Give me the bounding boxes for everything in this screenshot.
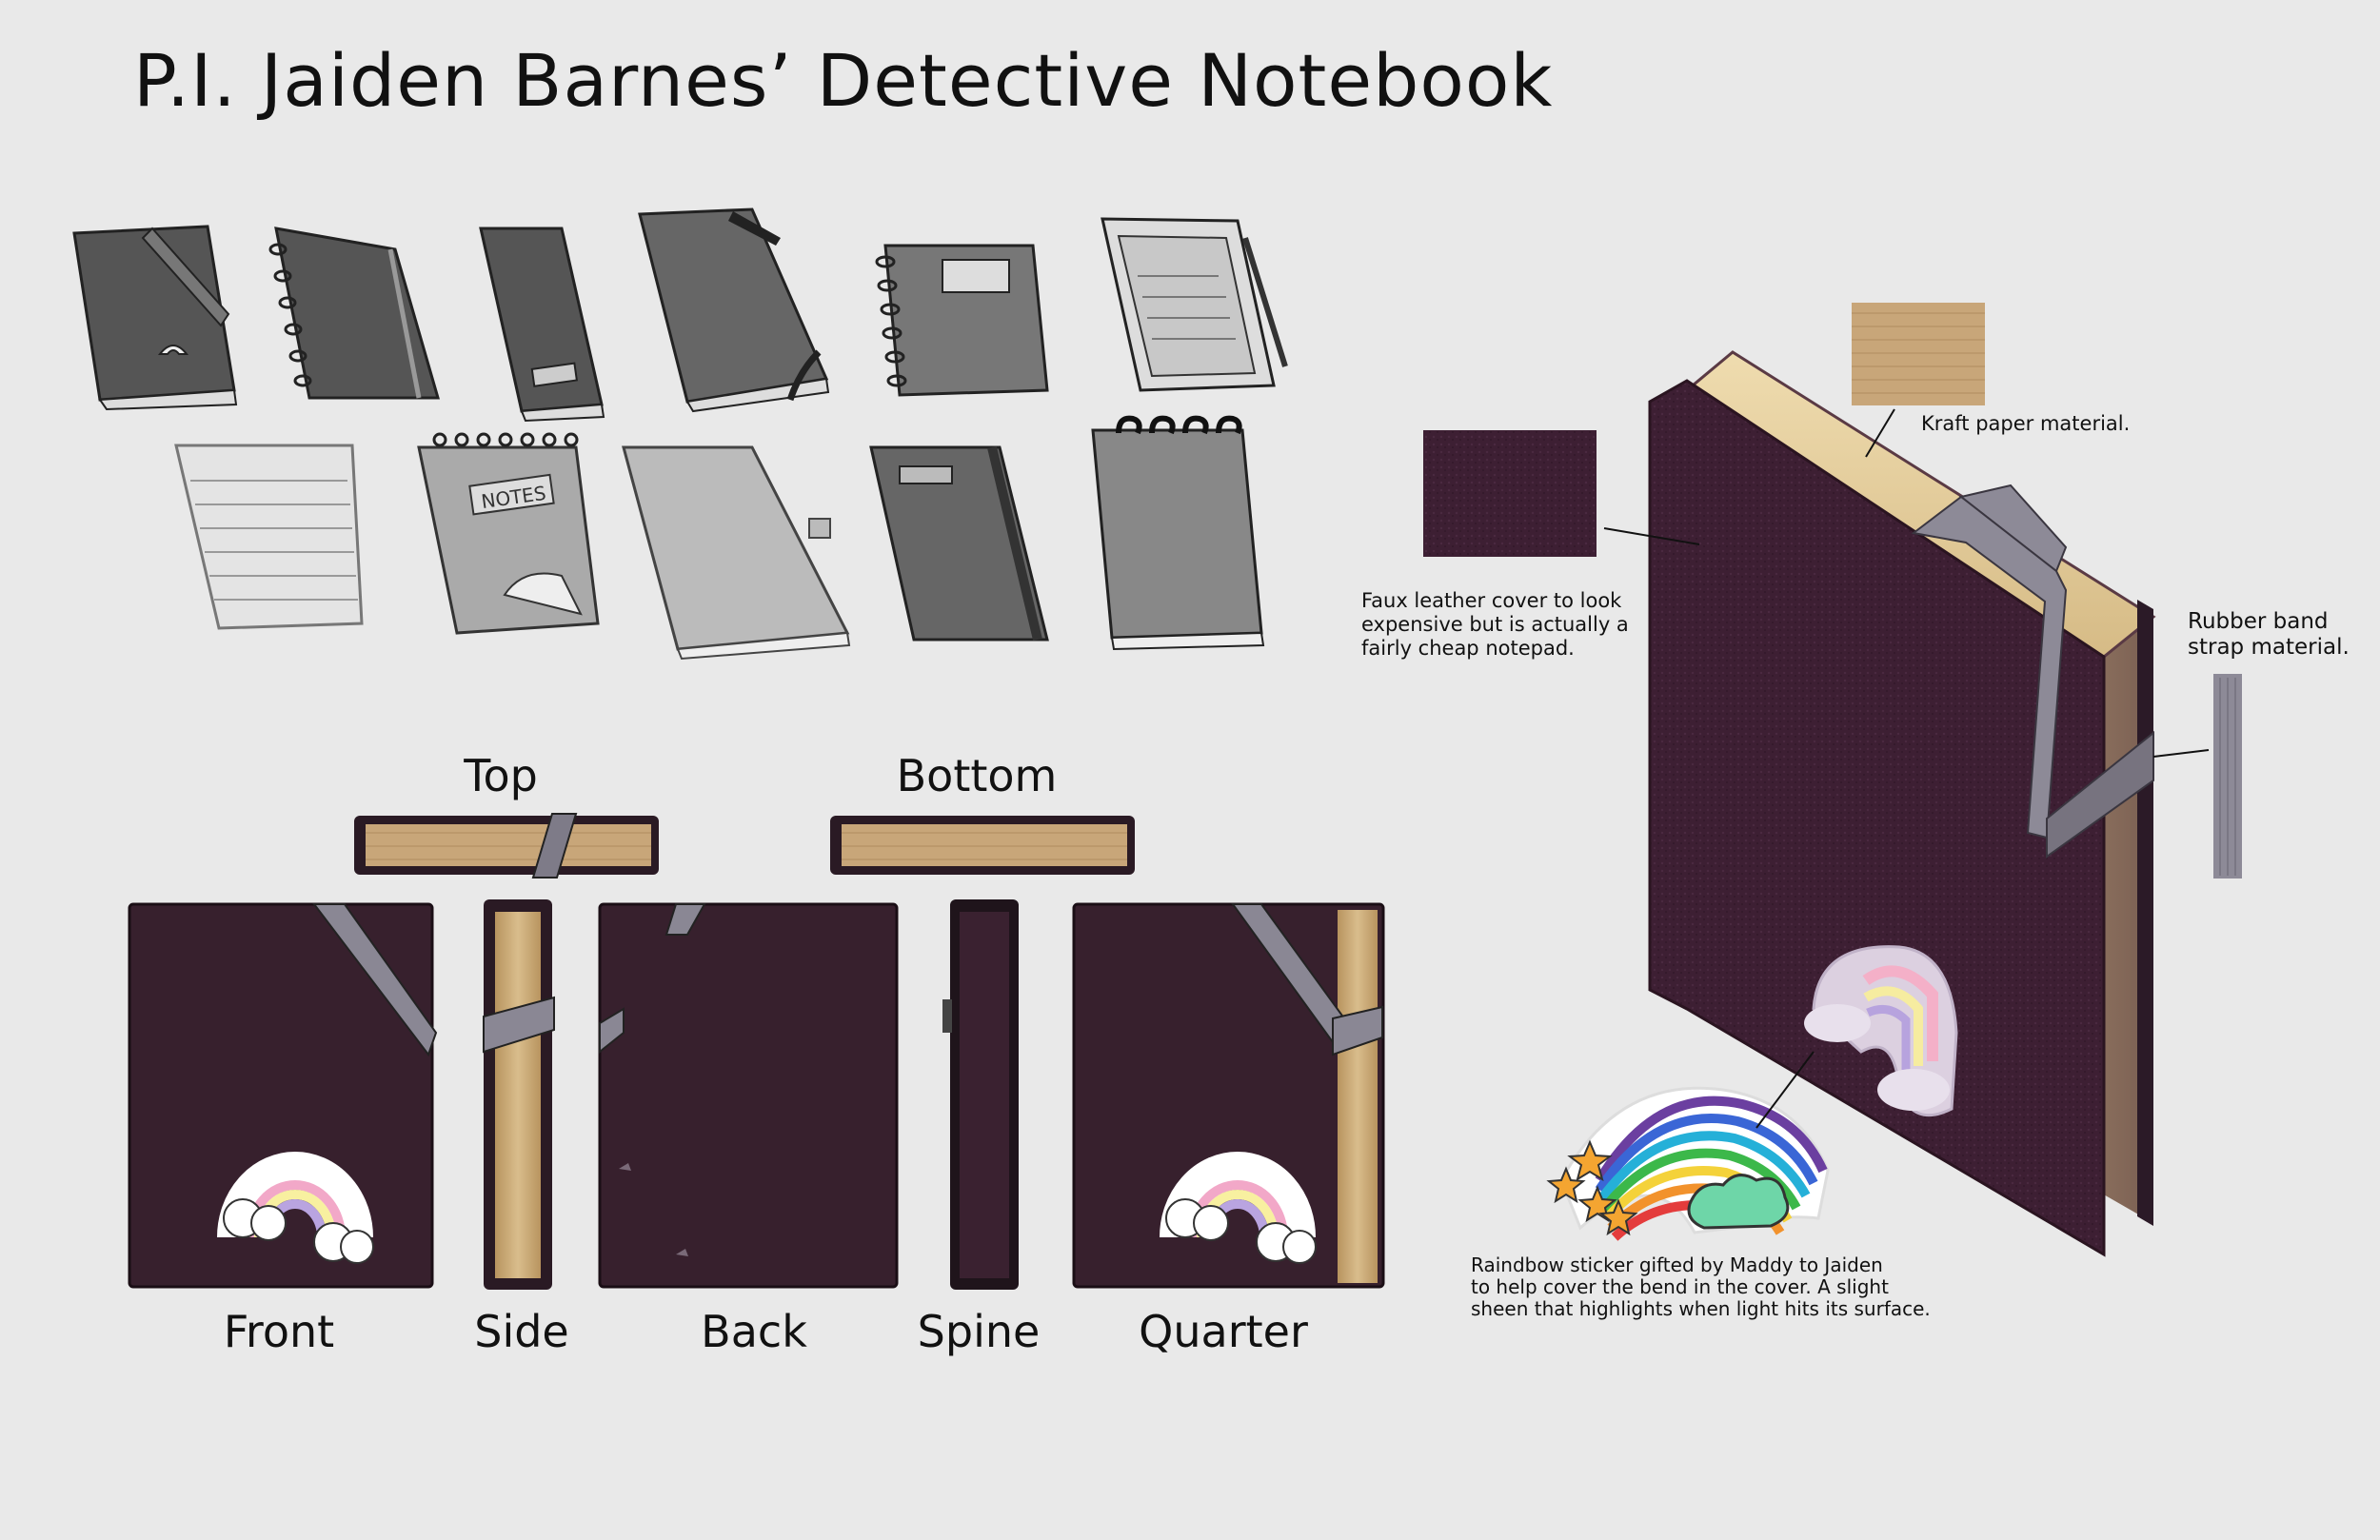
- page-title: P.I. Jaiden Barnes’ Detective Notebook: [133, 38, 1554, 123]
- annotation-sticker-line-2: to help cover the bend in the cover. A s…: [1471, 1275, 1889, 1298]
- sketch-notebook-1: [72, 225, 238, 411]
- kraft-paper-swatch: [1852, 303, 1985, 405]
- label-spine: Spine: [917, 1306, 1041, 1357]
- annotation-sticker-line-1: Raindbow sticker gifted by Maddy to Jaid…: [1471, 1254, 1883, 1276]
- back-view-drawing: [598, 902, 899, 1289]
- spine-view-drawing: [942, 899, 1019, 1290]
- front-rainbow-sticker: [217, 1152, 374, 1264]
- annotation-faux-leather: Faux leather cover to look expensive but…: [1361, 589, 1629, 661]
- sketch-notebook-5: [875, 244, 1049, 397]
- annotation-leader-lines: [1603, 408, 2210, 1129]
- annotation-faux-leather-line-1: Faux leather cover to look: [1361, 589, 1622, 612]
- sketch-notebook-9: [622, 445, 851, 661]
- quarter-view-drawing: [1072, 902, 1385, 1289]
- label-top: Top: [464, 750, 538, 801]
- annotation-sticker-line-3: sheen that highlights when light hits it…: [1471, 1297, 1931, 1320]
- cover-rainbow-sticker: [1804, 945, 1958, 1117]
- annotation-rubber-band-line-1: Rubber band: [2188, 609, 2329, 634]
- sketch-notebook-11: [1091, 415, 1265, 651]
- sketch-notebook-8: NOTES: [417, 432, 600, 635]
- label-bottom: Bottom: [896, 750, 1058, 801]
- annotation-faux-leather-line-2: expensive but is actually a: [1361, 613, 1629, 636]
- top-view-drawing: [354, 813, 659, 879]
- label-quarter: Quarter: [1139, 1306, 1308, 1357]
- quarter-rainbow-sticker: [1160, 1152, 1317, 1264]
- sketch-notebook-7: [174, 444, 364, 630]
- rainbow-sticker-illustration: [1546, 1086, 1830, 1241]
- front-view-drawing: [128, 902, 438, 1289]
- bottom-view-drawing: [830, 816, 1135, 875]
- annotation-faux-leather-line-3: fairly cheap notepad.: [1361, 637, 1575, 660]
- label-back: Back: [701, 1306, 807, 1357]
- sketch-notebook-6: [1101, 217, 1288, 392]
- sketch-notebook-3: [479, 227, 605, 423]
- annotation-rubber-band-line-2: strap material.: [2188, 635, 2350, 660]
- thumbnail-sketches: [72, 207, 1288, 423]
- annotation-kraft-paper: Kraft paper material.: [1921, 412, 2131, 435]
- sketch-notebook-2: [268, 227, 440, 400]
- label-side: Side: [474, 1306, 569, 1357]
- rubber-band-swatch-texture: [2219, 678, 2236, 876]
- side-view-drawing: [483, 899, 555, 1290]
- sketch-notebook-4: [638, 207, 830, 413]
- thumbnail-sketches-row-2: NOTES: [174, 415, 1265, 661]
- annotation-rubber-band: Rubber band strap material.: [2188, 609, 2350, 661]
- faux-leather-swatch: [1423, 430, 1597, 557]
- sketch-notebook-10: [869, 445, 1049, 642]
- annotation-rainbow-sticker: Raindbow sticker gifted by Maddy to Jaid…: [1471, 1254, 1931, 1320]
- label-front: Front: [223, 1306, 335, 1357]
- notebook-3d-render: [1648, 350, 2156, 1257]
